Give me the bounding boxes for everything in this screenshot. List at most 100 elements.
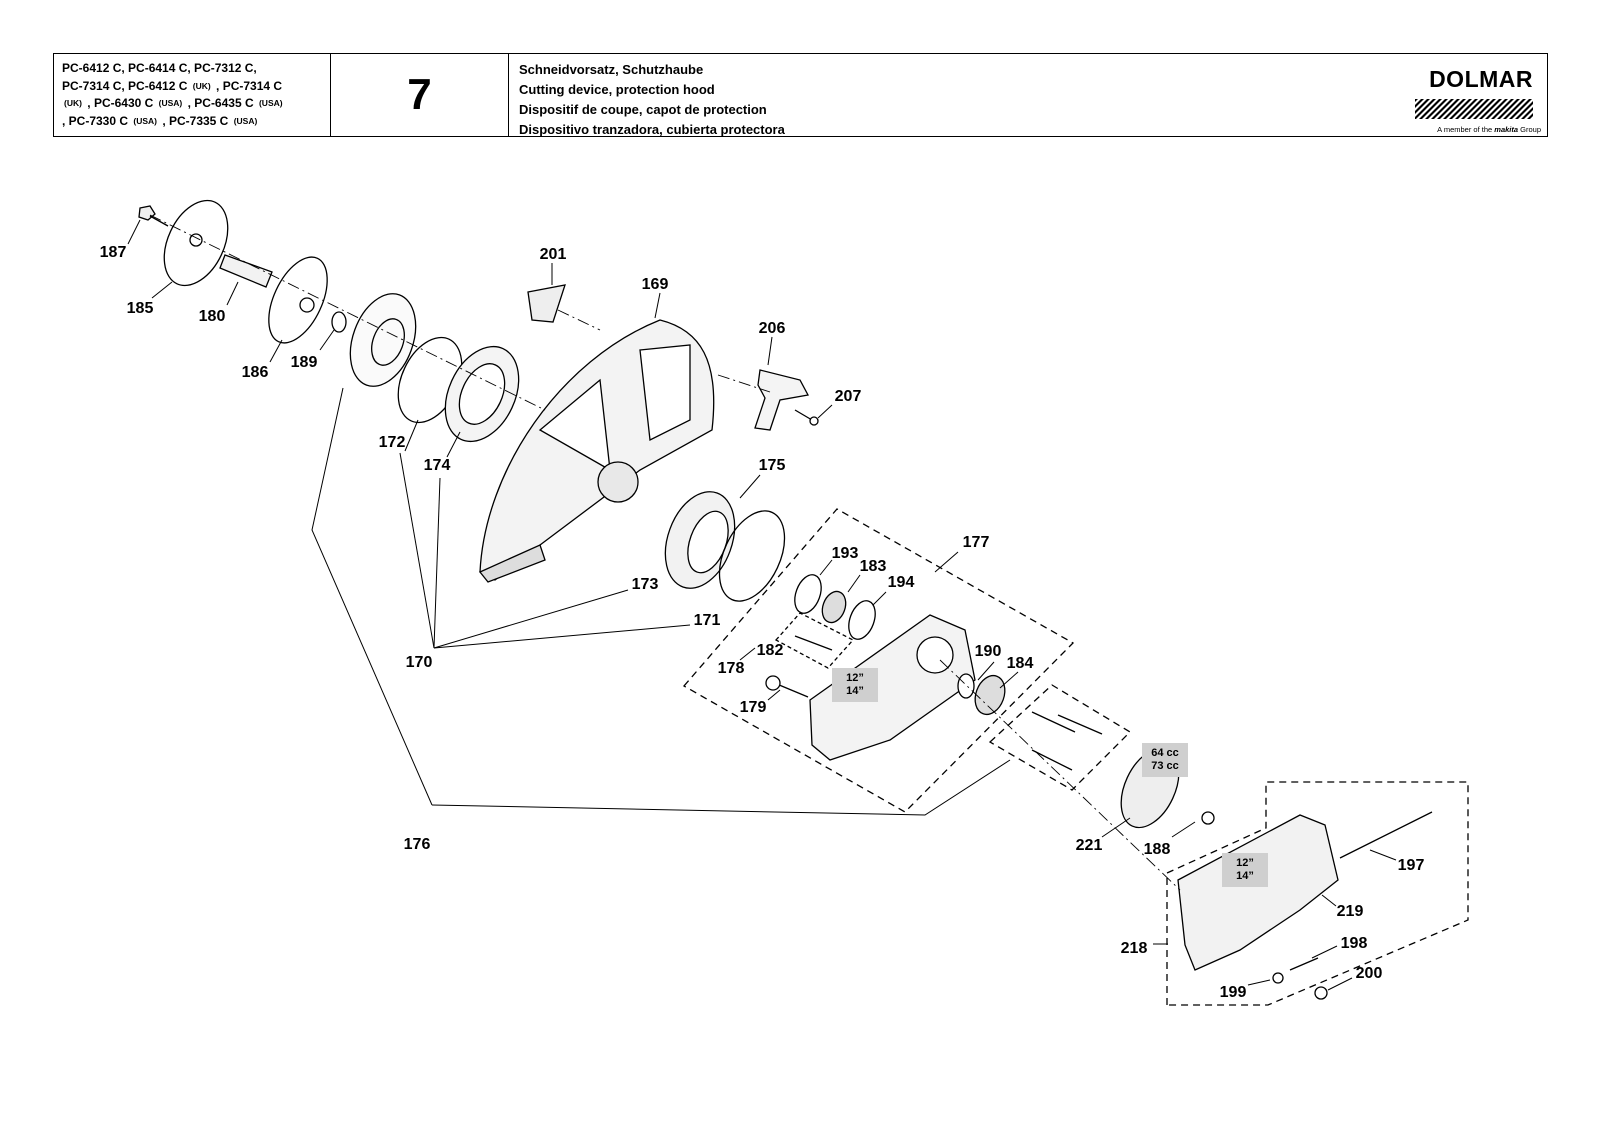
size-box-bg (832, 668, 878, 702)
page-number: 7 (331, 54, 509, 136)
axis-line-4 (939, 659, 1181, 891)
group-screws-frame (988, 684, 1132, 791)
part-label-221: 221 (1076, 837, 1103, 854)
part-label-207: 207 (835, 388, 862, 405)
part-label-199: 199 (1220, 984, 1247, 1001)
ring-193-icon (794, 574, 822, 614)
part-label-185: 185 (127, 300, 154, 317)
model-list: PC-6412 C, PC-6414 C, PC-7312 C, PC-7314 … (54, 54, 331, 136)
part-label-186: 186 (242, 364, 269, 381)
part-label-206: 206 (759, 320, 786, 337)
part-drawings (127, 199, 1469, 1006)
bolt-187-icon (138, 205, 169, 227)
axis-line-1 (149, 214, 546, 411)
screw-207-icon (794, 409, 819, 426)
model-text: PC-7314 C, PC-6412 C (62, 78, 191, 93)
part-label-219: 219 (1337, 903, 1364, 920)
title-fr: Dispositif de coupe, capot de protection (519, 102, 767, 117)
title-de: Schneidvorsatz, Schutzhaube (519, 62, 704, 77)
model-line: PC-7314 C, PC-6412 C (UK) , PC-7314 C (62, 78, 324, 96)
part-label-190: 190 (975, 643, 1002, 660)
flange-plate-icon (349, 293, 417, 387)
member-suffix: Group (1518, 125, 1541, 134)
model-text: PC-6412 C, PC-6414 C, PC-7312 C, (62, 61, 257, 75)
guard-169-icon (478, 319, 715, 583)
pad-201-icon (527, 284, 566, 323)
part-label-169: 169 (642, 276, 669, 293)
part-label-178: 178 (718, 660, 745, 677)
size-box-line2: 14” (846, 685, 864, 697)
region-tag: (UK) (192, 80, 211, 91)
axis-line-2 (557, 309, 601, 331)
part-label-194: 194 (888, 574, 915, 591)
screw-182-icon (794, 635, 833, 651)
part-label-174: 174 (424, 457, 451, 474)
flange-disc-186-icon (268, 256, 328, 344)
region-tag: (USA) (233, 115, 258, 126)
part-label-179: 179 (740, 699, 767, 716)
group-177-frame (682, 508, 1075, 813)
brand-name: DOLMAR (1429, 66, 1533, 92)
model-line: , PC-7330 C (USA) , PC-7335 C (USA) (62, 113, 324, 131)
part-label-180: 180 (199, 308, 226, 325)
member-prefix: A member of the (1437, 125, 1495, 134)
ring-190-icon (957, 673, 975, 699)
header-block: PC-6412 C, PC-6414 C, PC-7312 C, PC-7314 … (53, 53, 1548, 137)
member-note: A member of the makita Group (1437, 125, 1541, 134)
part-label-189: 189 (291, 354, 318, 371)
rod-197-icon (1339, 811, 1433, 859)
part-label-173: 173 (632, 576, 659, 593)
part-label-187: 187 (100, 244, 127, 261)
group-218-frame (1166, 781, 1469, 1006)
part-label-198: 198 (1341, 935, 1368, 952)
part-label-197: 197 (1398, 857, 1425, 874)
lever-206-icon (754, 369, 809, 431)
cover-219-icon (1177, 814, 1339, 971)
section-titles: Schneidvorsatz, Schutzhaube Cutting devi… (509, 54, 1397, 137)
size-box: 12”14” (832, 668, 878, 702)
size-box-line1: 64 cc (1151, 747, 1179, 759)
shaft-180-icon (219, 254, 273, 288)
part-label-172: 172 (379, 434, 406, 451)
bearing-housing-173-icon (664, 491, 736, 589)
ring-189-icon (331, 311, 347, 333)
size-box-bg (1142, 743, 1188, 777)
bearing-183-icon (821, 590, 847, 624)
title-es: Dispositivo tranzadora, cubierta protect… (519, 122, 785, 137)
part-label-184: 184 (1007, 655, 1034, 672)
axis-line-3 (717, 374, 771, 393)
model-line: PC-6412 C, PC-6414 C, PC-7312 C, (62, 60, 324, 78)
model-text: , PC-6430 C (83, 96, 157, 110)
part-199-icon (1272, 972, 1284, 984)
part-label-176: 176 (404, 836, 431, 853)
size-box: 12”14” (1222, 853, 1268, 887)
nut-200-icon (1314, 986, 1328, 1000)
model-text: , PC-6435 C (184, 96, 257, 110)
size-box-line1: 12” (846, 672, 864, 684)
part-label-193: 193 (832, 545, 859, 562)
part-label-201: 201 (540, 246, 567, 263)
brand-logo: DOLMAR A member of the makita Group (1397, 54, 1547, 136)
bearing-184-icon (974, 674, 1006, 716)
part-label-177: 177 (963, 534, 990, 551)
size-box-line2: 73 cc (1151, 760, 1179, 772)
part-labels: 187 185 180 186 189 201 169 206 207 172 174 175 177 1… (100, 244, 1425, 1001)
model-text: , PC-7314 C (212, 78, 283, 93)
title-en: Cutting device, protection hood (519, 82, 715, 97)
region-tag: (USA) (258, 98, 283, 108)
part-label-218: 218 (1121, 940, 1148, 957)
size-box-line1: 12” (1236, 857, 1254, 869)
group-178-frame (774, 612, 855, 669)
ring-171-icon (718, 510, 786, 602)
part-label-175: 175 (759, 457, 786, 474)
nut-188-icon (1201, 811, 1215, 825)
member-brand: makita (1494, 125, 1519, 134)
size-box-bg (1222, 853, 1268, 887)
model-text: , PC-7335 C (158, 113, 232, 128)
region-tag: (UK) (64, 98, 82, 108)
spring-198-icon (1289, 957, 1319, 971)
ring-194-icon (848, 600, 876, 640)
